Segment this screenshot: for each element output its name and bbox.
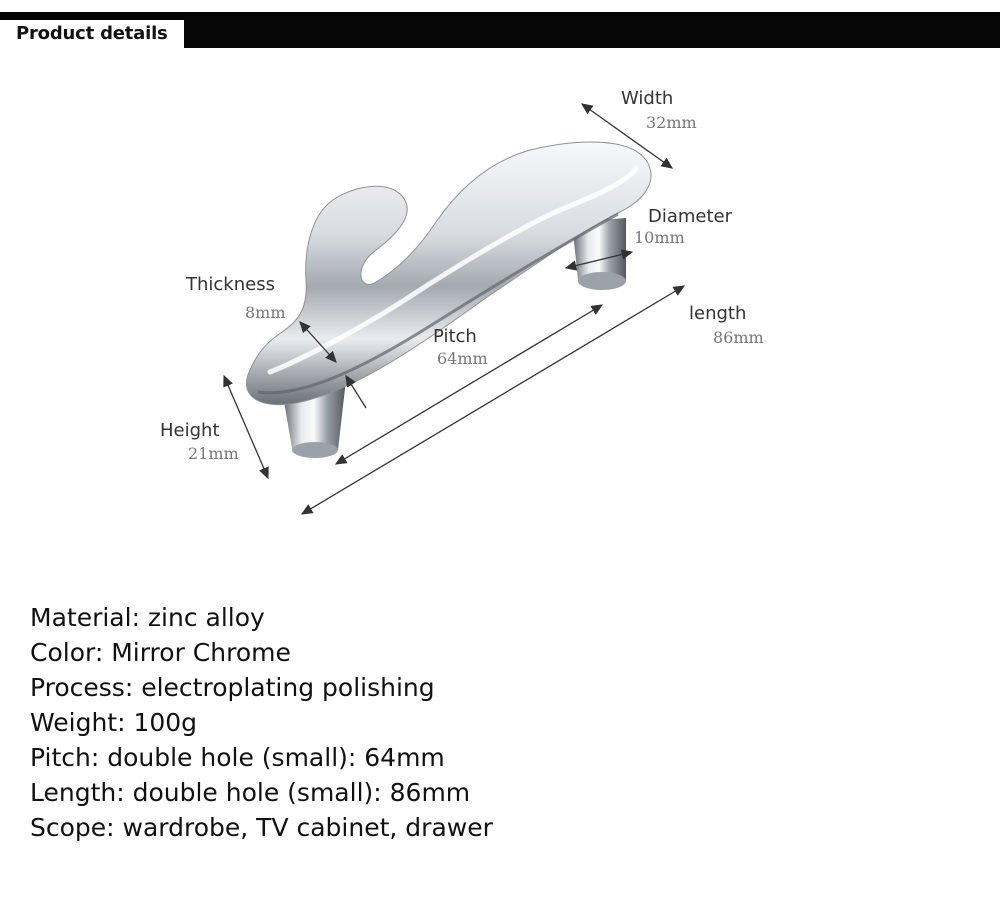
height-label: Height [160,420,220,441]
height-value: 21mm [188,444,239,463]
spec-weight: Weight: 100g [30,708,198,737]
product-figure: Width 32mm Diameter 10mm Thickness 8mm P… [160,88,764,515]
handle-diagram [223,103,686,515]
spec-list: Material: zinc alloy Color: Mirror Chrom… [30,600,493,845]
pitch-label: Pitch [433,326,477,347]
spec-process: Process: electroplating polishing [30,673,435,702]
spec-pitch: Pitch: double hole (small): 64mm [30,743,445,772]
width-value: 32mm [646,113,697,132]
diameter-arrow [564,249,634,271]
thickness-label: Thickness [186,274,275,295]
length-arrow [300,285,686,515]
spec-scope: Scope: wardrobe, TV cabinet, drawer [30,813,493,842]
diameter-label: Diameter [648,206,733,227]
spec-color: Color: Mirror Chrome [30,638,291,667]
width-label: Width [621,88,674,109]
length-label: length [689,303,747,324]
spec-material: Material: zinc alloy [30,603,265,632]
length-value: 86mm [713,328,764,347]
page-title: Product details [0,20,184,48]
width-arrow [580,103,674,169]
spec-length: Length: double hole (small): 86mm [30,778,471,807]
pitch-value: 64mm [437,349,488,368]
thickness-value: 8mm [245,303,286,322]
height-arrow [223,374,269,480]
diameter-value: 10mm [634,228,685,247]
